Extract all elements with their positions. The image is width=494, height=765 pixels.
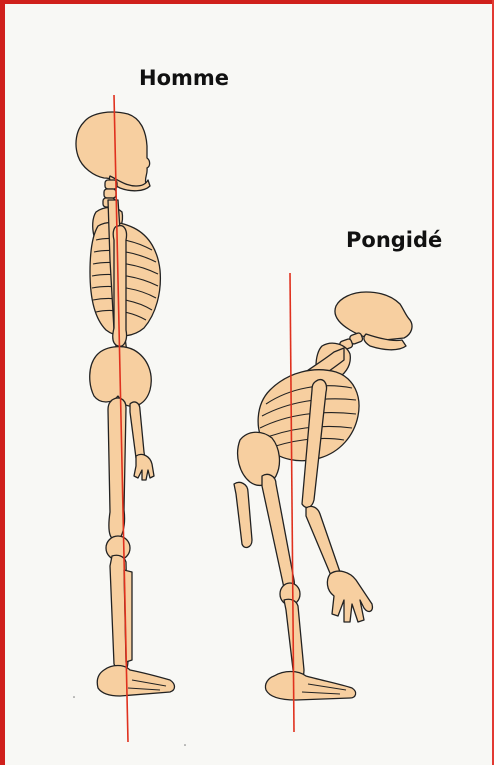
ape-skull [335, 292, 412, 340]
human-forearm [130, 402, 144, 461]
ape-hand [327, 571, 372, 622]
human-hand [134, 454, 154, 480]
human-skull [76, 112, 150, 187]
ape-skeleton [234, 292, 412, 700]
ape-foot [265, 672, 355, 701]
ape-femur [262, 474, 294, 590]
ape-label: Pongidé [346, 228, 442, 252]
ape-forearm [306, 506, 340, 580]
human-label: Homme [139, 66, 229, 90]
